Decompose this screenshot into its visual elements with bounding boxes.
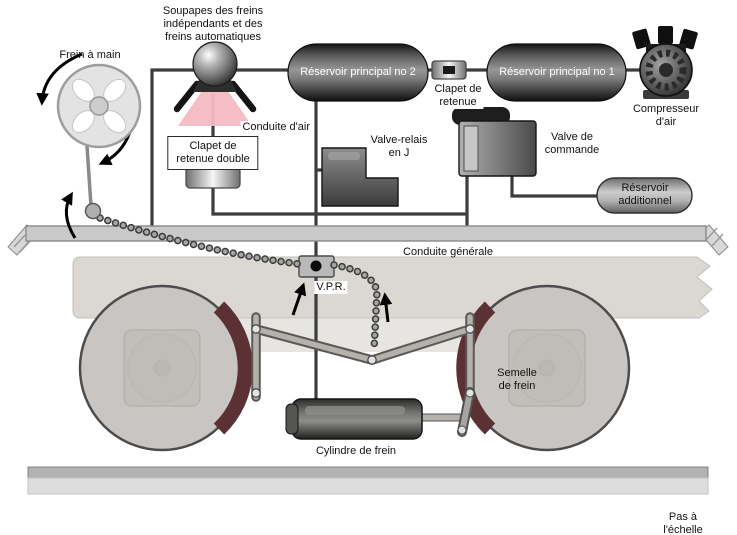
air-compressor [632, 26, 698, 99]
label-conduite-generale: Conduite générale [403, 246, 493, 258]
additional-reservoir [596, 177, 693, 214]
rail [27, 466, 709, 495]
label-soupapes: Soupapes des freins indépendants et des … [162, 5, 264, 43]
right-pedestal [508, 329, 586, 407]
vpr-valve [298, 255, 335, 278]
label-cylindre-de-frein: Cylindre de frein [315, 445, 397, 457]
label-valve-commande: Valve de commande [544, 131, 600, 156]
label-reservoir-additionnel: Réservoir additionnel [618, 182, 672, 207]
double-check-valve [185, 166, 241, 189]
label-reservoir-principal-2: Réservoir principal no 2 [300, 66, 416, 78]
label-clapet-retenue-double: Clapet de retenue double [167, 136, 259, 170]
label-vpr: V.P.R. [314, 281, 348, 294]
main-reservoir-2 [287, 43, 429, 102]
brake-pipe [7, 224, 729, 256]
check-valve [431, 60, 467, 80]
valve-light-beam [178, 88, 252, 126]
relay-valve [321, 147, 399, 207]
control-valve [452, 107, 537, 177]
label-compresseur: Compresseur d'air [632, 103, 700, 128]
right-brake-shoe [456, 301, 496, 435]
brake-rigging [213, 301, 496, 435]
label-reservoir-principal-1: Réservoir principal no 1 [499, 66, 615, 78]
label-valve-relais: Valve-relais en J [370, 134, 428, 159]
brake-valves [173, 41, 257, 126]
handbrake-wheel [56, 63, 142, 149]
left-brake-shoe [213, 301, 253, 435]
main-reservoir-1 [486, 43, 627, 102]
piston-rod [420, 413, 464, 422]
label-conduite-air: Conduite d'air [240, 121, 312, 134]
label-pas-a-echelle: Pas à l'échelle [663, 511, 703, 535]
handbrake-chain [84, 145, 381, 354]
brake-cylinder [285, 387, 475, 440]
label-frein-a-main: Frein à main [59, 49, 121, 61]
motion-arrows [36, 52, 393, 323]
label-clapet-de-retenue: Clapet de retenue [432, 83, 484, 109]
label-semelle-de-frein: Semelle de frein [497, 367, 537, 392]
left-pedestal [123, 329, 201, 407]
